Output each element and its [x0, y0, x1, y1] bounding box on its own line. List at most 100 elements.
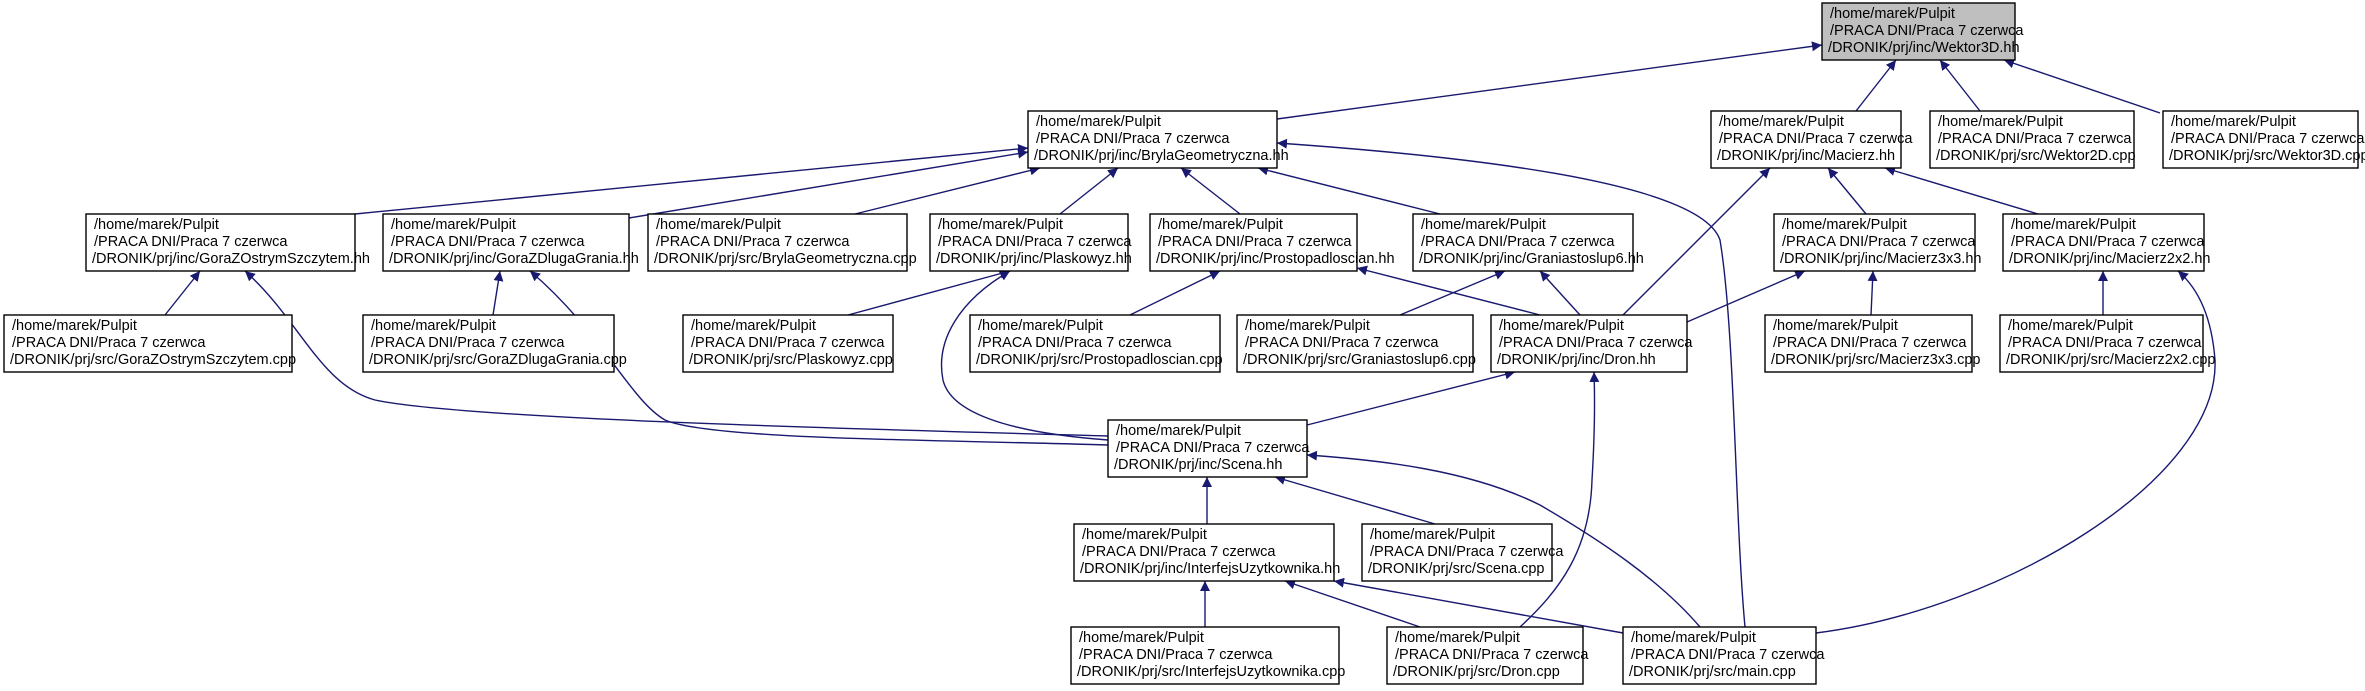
node-box	[1149, 213, 1358, 272]
edge-macierz3x3_cpp-to-macierz3x3_hh	[1867, 270, 1878, 316]
edges-layer	[164, 41, 2216, 634]
node-label-line: /home/marek/Pulpit	[1158, 217, 1283, 233]
edge-arrow	[164, 270, 201, 316]
node-box	[2162, 110, 2359, 169]
node-label-line: /PRACA DNI/Praca 7 czerwca	[1773, 335, 1967, 351]
file-node-wektor2d-cpp[interactable]: /home/marek/Pulpit/PRACA DNI/Praca 7 cze…	[1929, 110, 2136, 169]
file-node-wektor3d-cpp[interactable]: /home/marek/Pulpit/PRACA DNI/Praca 7 cze…	[2162, 110, 2365, 169]
file-node-main-cpp[interactable]: /home/marek/Pulpit/PRACA DNI/Praca 7 cze…	[1622, 626, 1825, 685]
file-node-graniastoslup-hh[interactable]: /home/marek/Pulpit/PRACA DNI/Praca 7 cze…	[1412, 213, 1644, 272]
file-node-plaskowyz-hh[interactable]: /home/marek/Pulpit/PRACA DNI/Praca 7 cze…	[929, 213, 1132, 272]
node-label-line: /PRACA DNI/Praca 7 czerwca	[391, 234, 585, 250]
file-node-interfejs-hh[interactable]: /home/marek/Pulpit/PRACA DNI/Praca 7 cze…	[1073, 523, 1340, 582]
file-node-macierz3x3-cpp[interactable]: /home/marek/Pulpit/PRACA DNI/Praca 7 cze…	[1764, 314, 1981, 373]
edge-arrow	[1306, 369, 1516, 426]
node-label-line: /home/marek/Pulpit	[2008, 318, 2133, 334]
node-label-line: /DRONIK/prj/src/Dron.cpp	[1393, 664, 1560, 680]
node-label-line: /DRONIK/prj/src/BrylaGeometryczna.cpp	[654, 251, 917, 267]
edge-arrow	[492, 270, 504, 316]
node-box	[1361, 523, 1553, 582]
edge-arrow	[1284, 579, 1421, 628]
file-node-wektor3d-hh[interactable]: /home/marek/Pulpit/PRACA DNI/Praca 7 cze…	[1821, 2, 2024, 61]
node-box	[1070, 626, 1340, 685]
edge-macierz_hh-to-wektor3d_hh	[1855, 59, 1897, 112]
file-node-macierz2x2-hh[interactable]: /home/marek/Pulpit/PRACA DNI/Praca 7 cze…	[2002, 213, 2210, 272]
node-label-line: /DRONIK/prj/inc/Wektor3D.hh	[1828, 40, 2020, 56]
edge-arrow	[854, 165, 1041, 215]
edge-gorazostrym_hh-to-bryla_hh	[354, 143, 1029, 215]
file-node-plaskowyz-cpp[interactable]: /home/marek/Pulpit/PRACA DNI/Praca 7 cze…	[682, 314, 894, 373]
node-label-line: /PRACA DNI/Praca 7 czerwca	[371, 335, 565, 351]
file-node-interfejs-cpp[interactable]: /home/marek/Pulpit/PRACA DNI/Praca 7 cze…	[1070, 626, 1345, 685]
edge-macierz3x3_hh-to-macierz_hh	[1827, 167, 1867, 215]
node-box	[1929, 110, 2135, 169]
edge-prostopad_hh-to-bryla_hh	[1180, 167, 1241, 215]
node-label-line: /DRONIK/prj/inc/Plaskowyz.hh	[936, 251, 1132, 267]
file-node-scena-cpp[interactable]: /home/marek/Pulpit/PRACA DNI/Praca 7 cze…	[1361, 523, 1564, 582]
node-label-line: /DRONIK/prj/src/Wektor2D.cpp	[1936, 148, 2136, 164]
file-node-macierz-hh[interactable]: /home/marek/Pulpit/PRACA DNI/Praca 7 cze…	[1710, 110, 1913, 169]
node-label-line: /DRONIK/prj/src/Prostopadloscian.cpp	[976, 352, 1223, 368]
node-label-line: /PRACA DNI/Praca 7 czerwca	[1421, 234, 1615, 250]
file-node-scena-hh[interactable]: /home/marek/Pulpit/PRACA DNI/Praca 7 cze…	[1107, 419, 1310, 478]
edge-arrow	[1399, 270, 1506, 316]
node-box	[1027, 110, 1278, 169]
node-label-line: /home/marek/Pulpit	[1782, 217, 1907, 233]
node-label-line: /PRACA DNI/Praca 7 czerwca	[1938, 131, 2132, 147]
file-node-dron-hh[interactable]: /home/marek/Pulpit/PRACA DNI/Praca 7 cze…	[1490, 314, 1693, 373]
node-label-line: /home/marek/Pulpit	[978, 318, 1103, 334]
edge-dron_hh-to-macierz_hh	[1622, 167, 1771, 316]
edge-arrow	[1276, 41, 1823, 120]
node-label-line: /DRONIK/prj/src/GoraZDlugaGrania.cpp	[369, 352, 627, 368]
node-label-line: /DRONIK/prj/src/main.cpp	[1629, 664, 1796, 680]
node-label-line: /DRONIK/prj/src/Wektor3D.cpp	[2169, 148, 2365, 164]
node-label-line: /home/marek/Pulpit	[1116, 423, 1241, 439]
edge-arrow	[1180, 167, 1241, 215]
file-node-dron-cpp[interactable]: /home/marek/Pulpit/PRACA DNI/Praca 7 cze…	[1386, 626, 1589, 685]
node-label-line: /DRONIK/prj/src/GoraZOstrymSzczytem.cpp	[10, 352, 296, 368]
node-box	[1107, 419, 1308, 478]
edge-arrow	[1855, 59, 1897, 112]
file-node-graniastoslup-cpp[interactable]: /home/marek/Pulpit/PRACA DNI/Praca 7 cze…	[1236, 314, 1476, 373]
file-node-macierz2x2-cpp[interactable]: /home/marek/Pulpit/PRACA DNI/Praca 7 cze…	[1999, 314, 2216, 373]
node-label-line: /PRACA DNI/Praca 7 czerwca	[1082, 544, 1276, 560]
node-box	[362, 314, 615, 373]
file-node-macierz3x3-hh[interactable]: /home/marek/Pulpit/PRACA DNI/Praca 7 cze…	[1773, 213, 1981, 272]
file-node-bryla-cpp[interactable]: /home/marek/Pulpit/PRACA DNI/Praca 7 cze…	[647, 213, 917, 272]
file-node-gorazostrym-hh[interactable]: /home/marek/Pulpit/PRACA DNI/Praca 7 cze…	[85, 213, 370, 272]
edge-macierz2x2_hh-to-macierz_hh	[1884, 166, 2039, 215]
edge-arrow	[847, 268, 1011, 316]
node-box	[382, 213, 630, 272]
node-label-line: /PRACA DNI/Praca 7 czerwca	[1395, 647, 1589, 663]
edge-arrow	[1356, 265, 1541, 316]
edge-arrow	[1276, 138, 1746, 628]
node-box	[2002, 213, 2205, 272]
node-label-line: /PRACA DNI/Praca 7 czerwca	[656, 234, 850, 250]
node-label-line: /DRONIK/prj/inc/Macierz.hh	[1717, 148, 1895, 164]
file-node-goradluga-hh[interactable]: /home/marek/Pulpit/PRACA DNI/Praca 7 cze…	[382, 213, 639, 272]
edge-arrow	[1884, 166, 2039, 215]
edge-arrow	[1867, 270, 1878, 316]
edge-goradluga_cpp-to-goradluga_hh	[492, 270, 504, 316]
edge-arrow	[1539, 270, 1581, 316]
edge-dron_hh-to-graniastoslup_hh	[1539, 270, 1581, 316]
file-node-gorazostrym-cpp[interactable]: /home/marek/Pulpit/PRACA DNI/Praca 7 cze…	[3, 314, 296, 373]
node-box	[1999, 314, 2204, 373]
node-label-line: /home/marek/Pulpit	[938, 217, 1063, 233]
file-node-prostopad-cpp[interactable]: /home/marek/Pulpit/PRACA DNI/Praca 7 cze…	[969, 314, 1223, 373]
node-label-line: /home/marek/Pulpit	[1421, 217, 1546, 233]
node-label-line: /DRONIK/prj/inc/Graniastoslup6.hh	[1419, 251, 1644, 267]
node-label-line: /PRACA DNI/Praca 7 czerwca	[1782, 234, 1976, 250]
node-label-line: /PRACA DNI/Praca 7 czerwca	[938, 234, 1132, 250]
node-box	[1773, 213, 1976, 272]
node-label-line: /PRACA DNI/Praca 7 czerwca	[1499, 335, 1693, 351]
file-node-goradluga-cpp[interactable]: /home/marek/Pulpit/PRACA DNI/Praca 7 cze…	[362, 314, 627, 373]
node-label-line: /PRACA DNI/Praca 7 czerwca	[1116, 440, 1310, 456]
file-node-prostopad-hh[interactable]: /home/marek/Pulpit/PRACA DNI/Praca 7 cze…	[1149, 213, 1395, 272]
node-label-line: /home/marek/Pulpit	[391, 217, 516, 233]
node-box	[682, 314, 894, 373]
edge-dron_hh-to-macierz3x3_hh	[1686, 270, 1806, 323]
edge-scena_hh-to-dron_hh	[1306, 369, 1516, 426]
file-node-bryla-hh[interactable]: /home/marek/Pulpit/PRACA DNI/Praca 7 cze…	[1027, 110, 1289, 169]
